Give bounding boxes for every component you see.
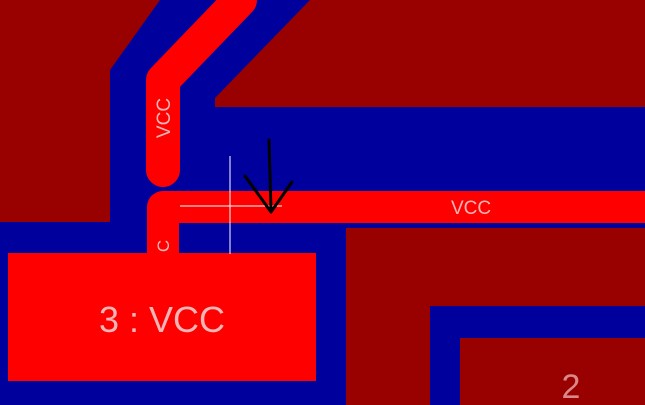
trace-lower-label: VCC [451, 198, 491, 219]
copper-pad-2-island [460, 338, 645, 405]
trace-stub-label: C [154, 240, 173, 252]
down-arrow-cursor-icon [243, 138, 294, 214]
pad-3-label: 3 : VCC [99, 299, 225, 340]
vcc-trace-upper[interactable] [146, 0, 257, 187]
vcc-trace-lower[interactable] [147, 191, 645, 271]
pad-2-label: 2 [562, 368, 581, 405]
trace-upper-label: VCC [154, 98, 175, 138]
pad-3[interactable] [8, 253, 316, 381]
